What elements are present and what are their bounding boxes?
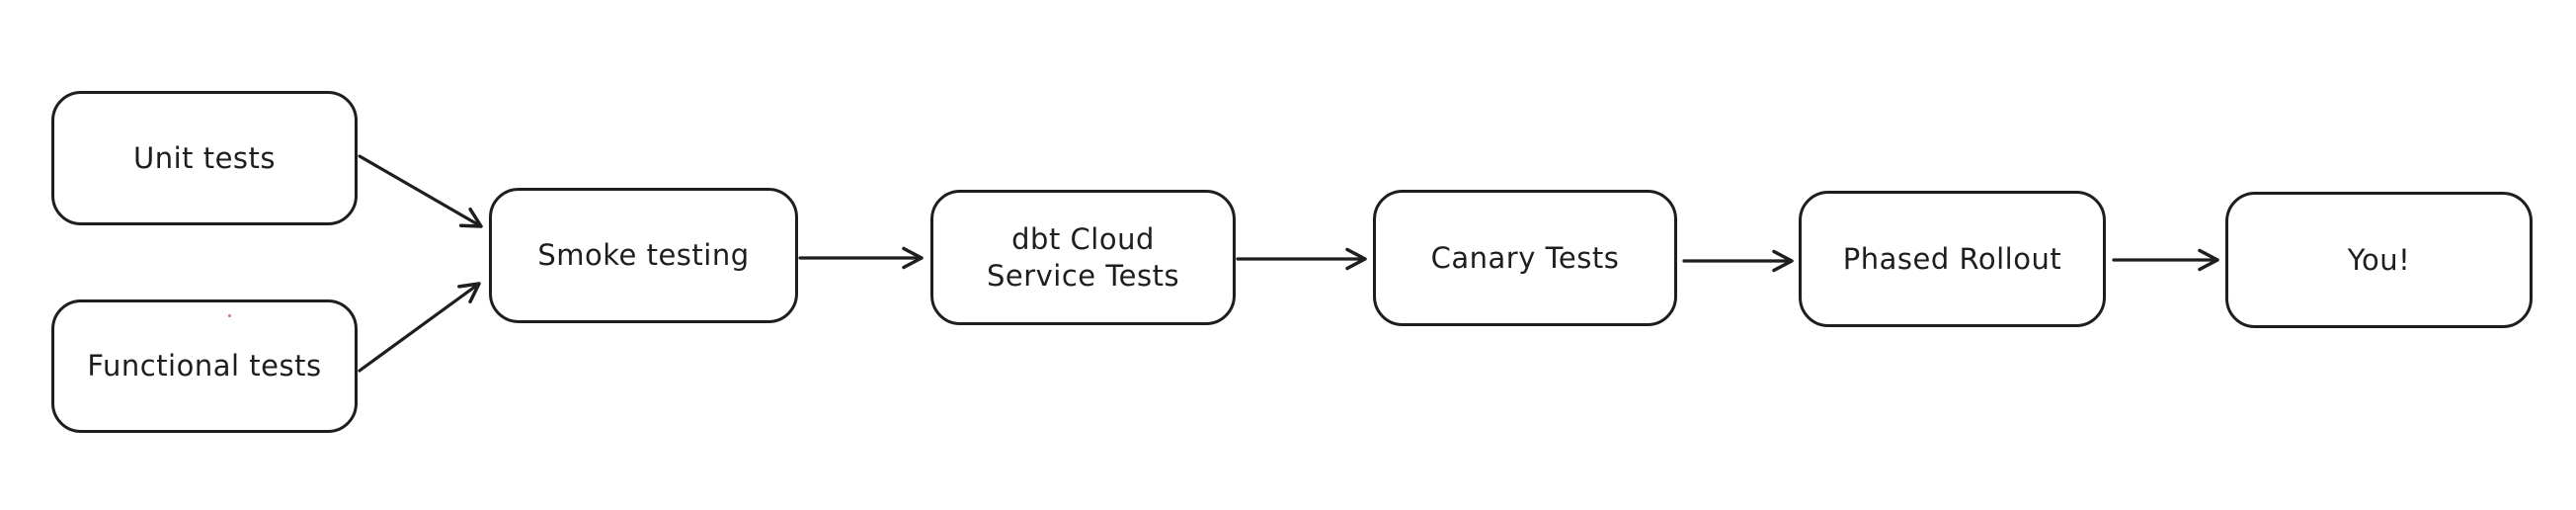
node-you-label: You! (2347, 242, 2411, 277)
stray-red-dot-artifact (228, 314, 231, 317)
node-functional-tests-label: Functional tests (87, 349, 322, 383)
node-dbt-cloud-service-tests-label: dbt Cloud Service Tests (986, 222, 1180, 293)
node-unit-tests-label: Unit tests (132, 140, 277, 175)
node-phased-rollout-label: Phased Rollout (1842, 241, 2062, 276)
arrow-functional-tests-to-smoke-testing (358, 282, 481, 373)
node-smoke-testing-label: Smoke testing (537, 238, 750, 273)
node-dbt-cloud-service-tests[interactable]: dbt Cloud Service Tests (930, 190, 1236, 325)
node-phased-rollout[interactable]: Phased Rollout (1799, 191, 2106, 327)
node-canary-tests[interactable]: Canary Tests (1373, 190, 1677, 326)
node-unit-tests[interactable]: Unit tests (51, 91, 358, 225)
node-canary-tests-label: Canary Tests (1430, 240, 1620, 275)
node-smoke-testing[interactable]: Smoke testing (489, 188, 798, 323)
arrow-unit-tests-to-smoke-testing (358, 154, 483, 228)
node-functional-tests[interactable]: Functional tests (51, 299, 358, 433)
node-you[interactable]: You! (2225, 192, 2533, 328)
